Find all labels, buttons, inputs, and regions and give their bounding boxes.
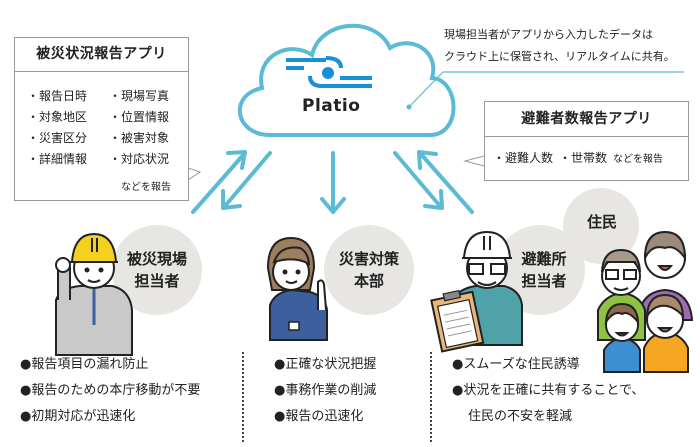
shelter-benefits-list: ●スムーズな住民誘導 ●状況を正確に共有することで、 住民の不安を軽減: [452, 352, 644, 430]
evac-app-item: ・世帯数: [559, 151, 608, 165]
benefit-item: ●初期対応が迅速化: [20, 409, 136, 424]
disaster-app-note: などを報告: [121, 182, 171, 193]
callout-line-2: クラウド上に保管され、リアルタイムに共有。: [444, 50, 675, 63]
disaster-report-app-card: 被災状況報告アプリ ・報告日時 ・対象地区 ・災害区分 ・詳細情報 ・現場写真 …: [14, 37, 189, 201]
role-shelter-line2: 担当者: [521, 272, 567, 290]
disaster-app-tail: [187, 167, 202, 181]
platio-brand-label: Platio: [302, 96, 361, 116]
cloud-shape: [237, 23, 456, 137]
divider: [430, 352, 432, 442]
residents-role-circle: [563, 188, 639, 264]
benefit-item: ●報告の迅速化: [274, 409, 364, 424]
benefit-item: ●状況を正確に共有することで、: [452, 383, 645, 398]
evac-app-item: ・避難人数: [493, 151, 554, 165]
field-benefits-list: ●報告項目の漏れ防止 ●報告のための本庁移動が不要 ●初期対応が迅速化: [20, 352, 200, 430]
disaster-app-item: ・対象地区: [27, 110, 88, 124]
disaster-app-item: ・対応状況: [109, 152, 170, 166]
divider: [242, 352, 244, 442]
evac-app-title: 避難者数報告アプリ: [485, 102, 688, 137]
arrow-down-right-out: [393, 151, 444, 210]
field-worker-illustration: [55, 232, 133, 356]
callout-line: [407, 71, 684, 109]
disaster-app-item: ・位置情報: [109, 110, 170, 124]
hq-role-circle: [324, 225, 414, 315]
arrow-down-center: [320, 151, 346, 214]
benefit-item: ●スムーズな住民誘導: [452, 357, 580, 372]
shelter-staff-illustration: [430, 230, 523, 353]
role-residents-line1: 住民: [586, 213, 617, 231]
field-role-circle: [112, 225, 202, 315]
callout-dot: [406, 104, 412, 110]
disaster-app-items-col2: ・現場写真 ・位置情報 ・被害対象 ・対応状況: [109, 86, 169, 170]
role-shelter-staff: 避難所 担当者: [506, 248, 582, 292]
disaster-app-item: ・災害区分: [27, 131, 88, 145]
role-hq-line1: 災害対策: [338, 250, 399, 268]
role-shelter-line1: 避難所: [521, 250, 567, 268]
evac-app-note: などを報告: [613, 154, 664, 165]
benefit-item: ●正確な状況把握: [274, 357, 377, 372]
disaster-app-item: ・詳細情報: [27, 152, 88, 166]
role-residents: 住民: [572, 211, 632, 233]
role-hq-line2: 本部: [353, 272, 384, 290]
arrow-up-left-out: [191, 150, 247, 214]
arrow-up-right-in: [417, 150, 474, 214]
benefit-item: ●報告のための本庁移動が不要: [20, 383, 201, 398]
role-field-line2: 担当者: [134, 272, 180, 290]
clipboard-icon: [430, 289, 485, 353]
disaster-app-title: 被災状況報告アプリ: [15, 38, 188, 72]
role-field-staff: 被災現場 担当者: [114, 248, 200, 292]
disaster-app-item: ・現場写真: [109, 89, 170, 103]
role-hq: 災害対策 本部: [326, 248, 412, 292]
residents-illustration: [597, 230, 694, 373]
arrow-down-left-in: [221, 151, 272, 210]
disaster-app-item: ・被害対象: [109, 131, 170, 145]
benefit-item: ●報告項目の漏れ防止: [20, 357, 149, 372]
evac-app-tail: [463, 155, 485, 167]
hq-benefits-list: ●正確な状況把握 ●事務作業の削減 ●報告の迅速化: [274, 352, 376, 430]
callout-line-1: 現場担当者がアプリから入力したデータは: [444, 28, 653, 41]
cloud-callout: 現場担当者がアプリから入力したデータは クラウド上に保管され、リアルタイムに共有…: [444, 24, 675, 68]
role-field-line1: 被災現場: [126, 250, 187, 268]
benefit-item: ●事務作業の削減: [274, 383, 377, 398]
benefit-item-continued: 住民の不安を軽減: [468, 409, 573, 424]
evac-app-items: ・避難人数 ・世帯数 などを報告: [493, 148, 663, 169]
platio-logo-icon: [286, 56, 372, 88]
hq-staff-illustration: [266, 236, 328, 341]
disaster-app-items-col1: ・報告日時 ・対象地区 ・災害区分 ・詳細情報: [27, 86, 87, 170]
evacuee-report-app-card: 避難者数報告アプリ ・避難人数 ・世帯数 などを報告: [484, 101, 689, 181]
disaster-app-item: ・報告日時: [27, 89, 88, 103]
